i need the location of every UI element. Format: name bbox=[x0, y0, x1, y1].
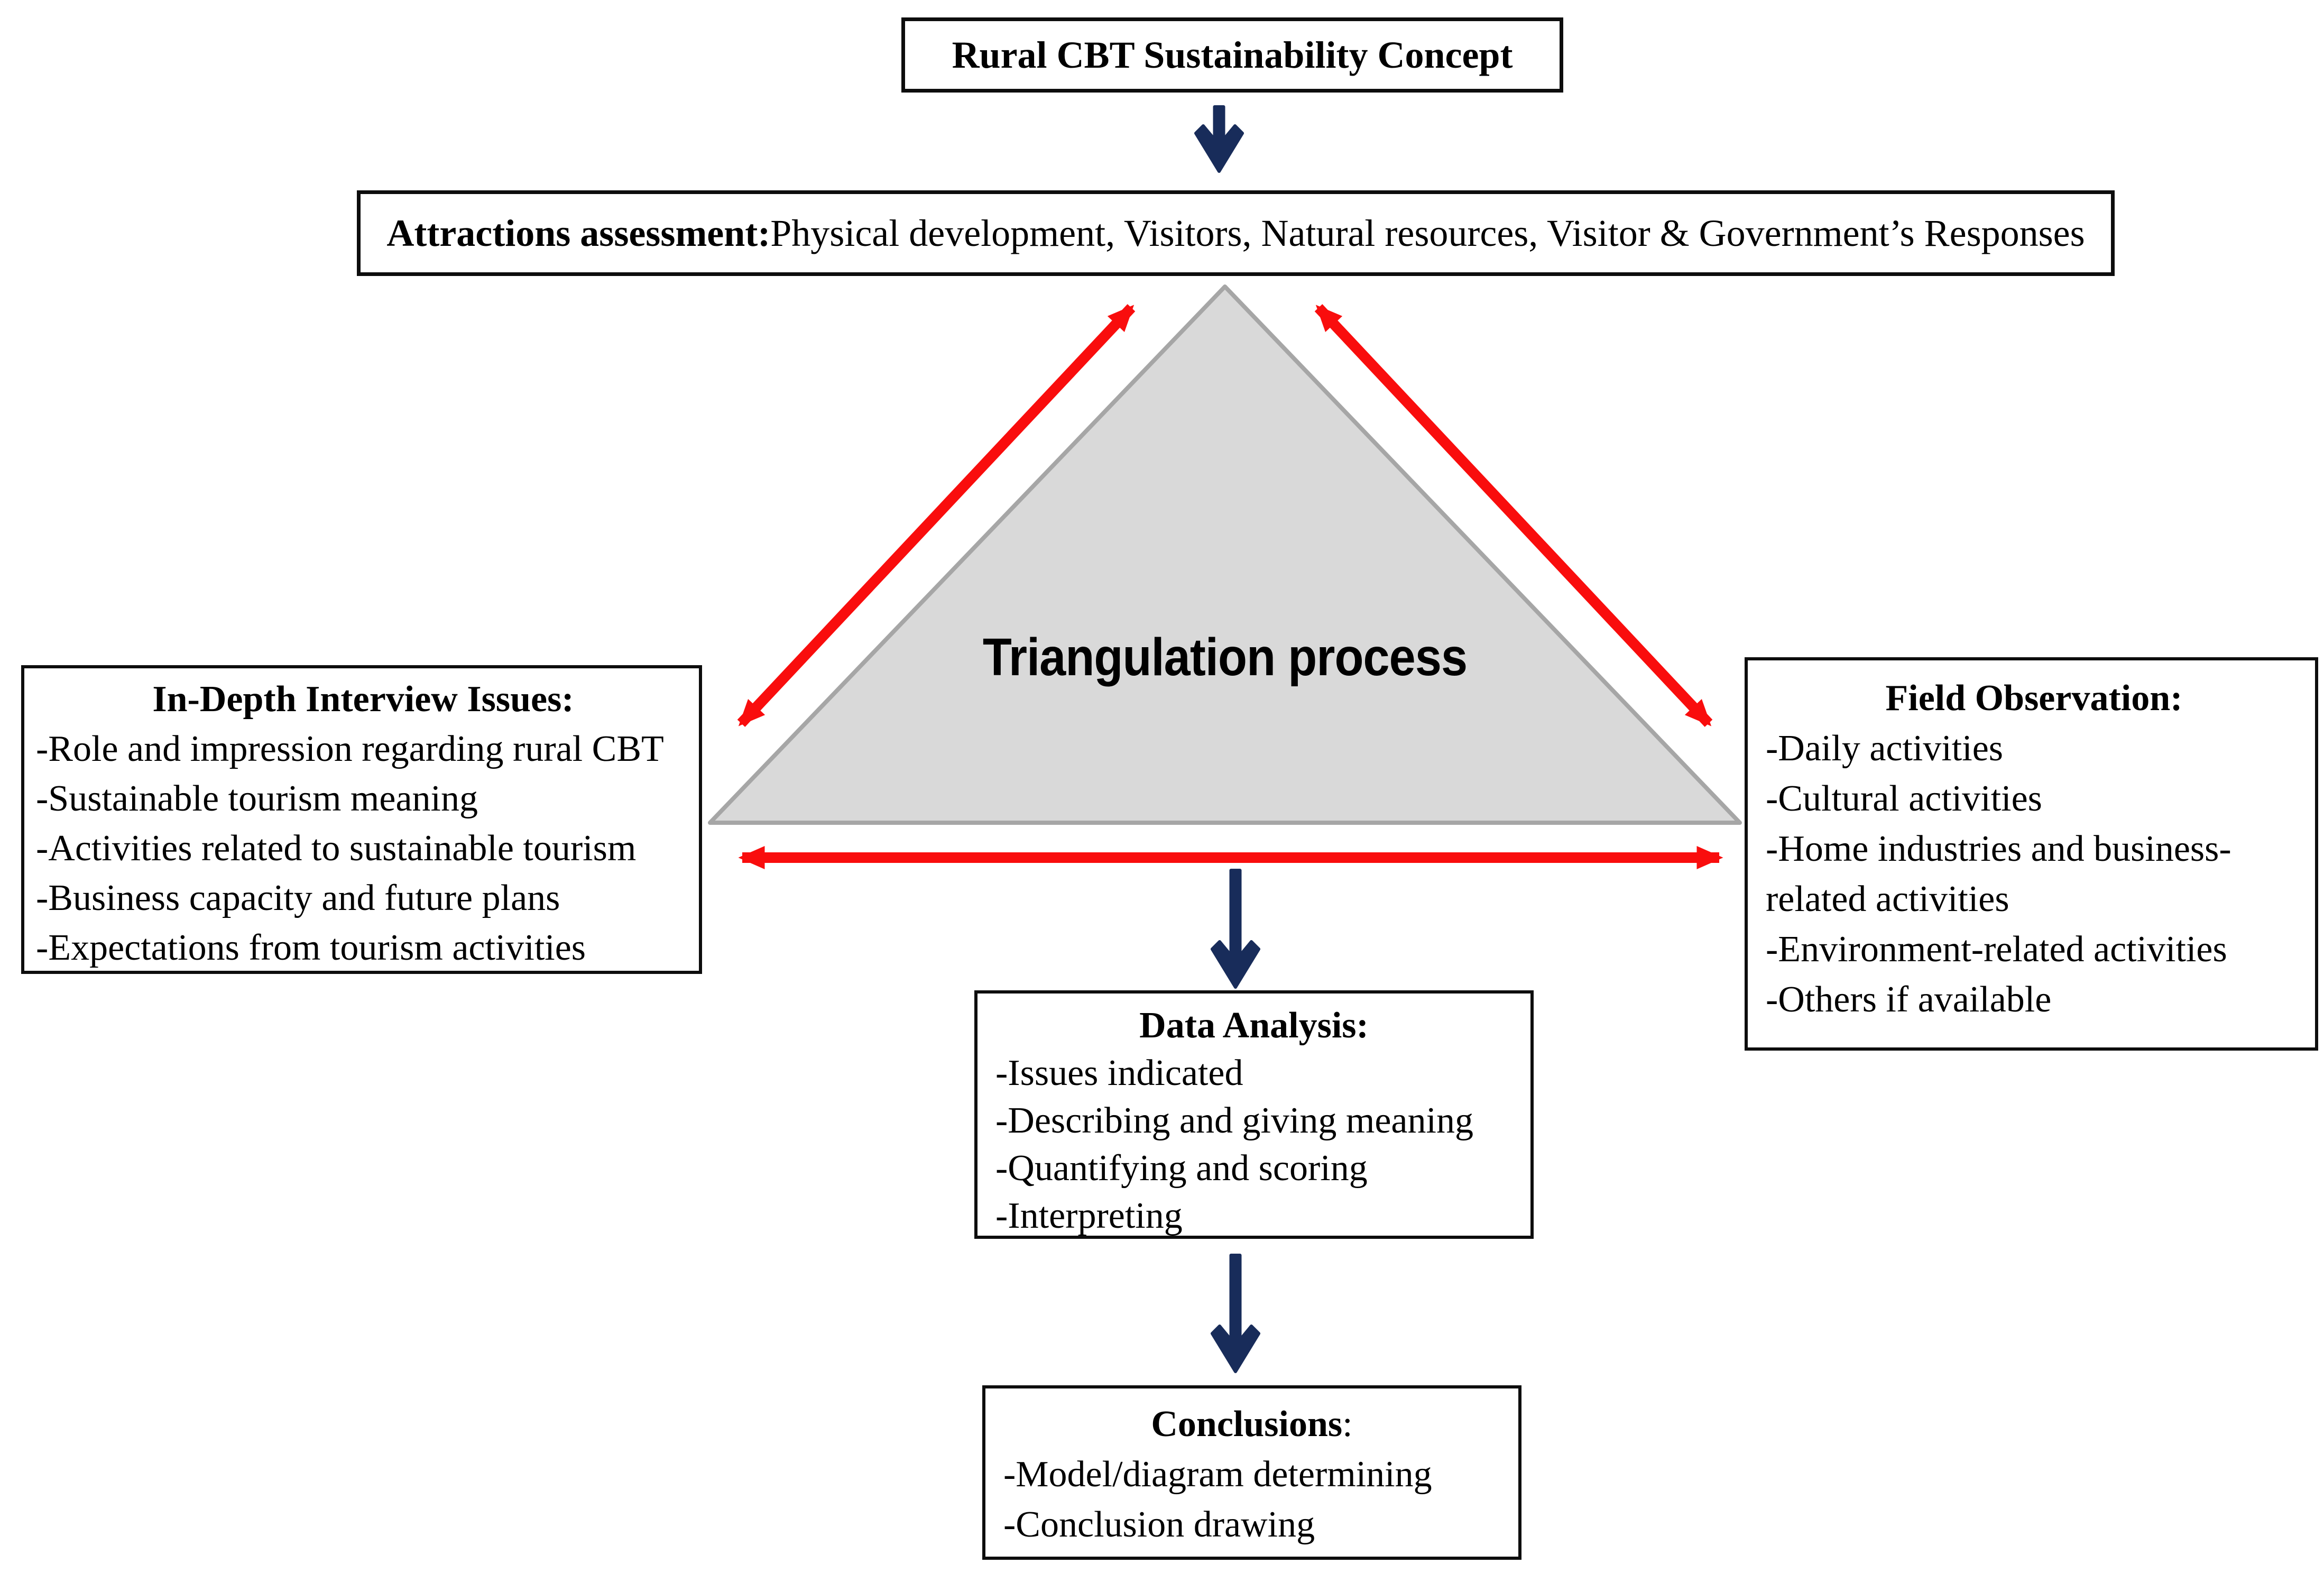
interview-issues-list: -Role and impression regarding rural CBT… bbox=[36, 724, 690, 973]
field-observation-list: -Daily activities -Cultural activities -Ho… bbox=[1766, 723, 2302, 1025]
concept-box-title: Rural CBT Sustainability Concept bbox=[952, 34, 1513, 76]
list-item: -Business capacity and future plans bbox=[36, 878, 560, 918]
list-item: -Daily activities bbox=[1766, 728, 2004, 769]
list-item: -Sustainable tourism meaning bbox=[36, 778, 478, 819]
list-item: -Expectations from tourism activities bbox=[36, 927, 586, 968]
list-item: -Model/diagram determining bbox=[1003, 1454, 1432, 1495]
attractions-assessment-box: Attractions assessment: Physical develop… bbox=[357, 190, 2115, 276]
data-analysis-box: Data Analysis: -Issues indicated -Describ… bbox=[974, 990, 1534, 1239]
list-item: -Home industries and business-related ac… bbox=[1766, 829, 2231, 919]
list-item: -Interpreting bbox=[995, 1195, 1183, 1236]
interview-issues-box: In-Depth Interview Issues: -Role and imp… bbox=[21, 665, 702, 974]
triangulation-triangle bbox=[708, 284, 1742, 825]
list-item: -Issues indicated bbox=[995, 1053, 1243, 1093]
attractions-assessment-detail: Physical development, Visitors, Natural … bbox=[770, 212, 2085, 254]
field-observation-box: Field Observation: -Daily activities -Cul… bbox=[1745, 657, 2318, 1051]
list-item: -Role and impression regarding rural CBT bbox=[36, 729, 664, 769]
down-arrow-analysis-to-conclusions bbox=[1211, 1254, 1260, 1373]
field-observation-heading: Field Observation: bbox=[1885, 678, 2183, 719]
data-analysis-list: -Issues indicated -Describing and giving … bbox=[983, 1050, 1525, 1240]
conclusions-heading: Conclusions: bbox=[991, 1399, 1513, 1449]
triangulation-process-label: Triangulation process bbox=[982, 628, 1468, 687]
conclusions-heading-text: Conclusions bbox=[1151, 1404, 1343, 1445]
conclusions-box: Conclusions: -Model/diagram determining-… bbox=[982, 1385, 1521, 1560]
red-double-arrow-right bbox=[1314, 304, 1713, 727]
concept-box: Rural CBT Sustainability Concept bbox=[901, 17, 1563, 93]
conclusions-list: -Model/diagram determining -Conclusion dr… bbox=[991, 1449, 1513, 1550]
list-item: -Conclusion drawing bbox=[1003, 1504, 1315, 1545]
data-analysis-heading: Data Analysis: bbox=[1139, 1005, 1369, 1046]
list-item: -Describing and giving meaning bbox=[995, 1100, 1473, 1141]
list-item: -Cultural activities bbox=[1766, 778, 2042, 819]
attractions-assessment-label: Attractions assessment: bbox=[386, 212, 771, 254]
interview-issues-heading: In-Depth Interview Issues: bbox=[152, 679, 574, 720]
conclusions-heading-colon: : bbox=[1342, 1404, 1353, 1445]
red-double-arrow-left bbox=[737, 304, 1136, 727]
down-arrow-concept-to-attractions bbox=[1194, 105, 1244, 173]
list-item: -Activities related to sustainable touri… bbox=[36, 828, 637, 869]
list-item: -Environment-related activities bbox=[1766, 929, 2227, 970]
list-item: -Others if available bbox=[1766, 979, 2052, 1020]
list-item: -Quantifying and scoring bbox=[995, 1148, 1368, 1189]
down-arrow-triangle-to-analysis bbox=[1211, 869, 1260, 989]
